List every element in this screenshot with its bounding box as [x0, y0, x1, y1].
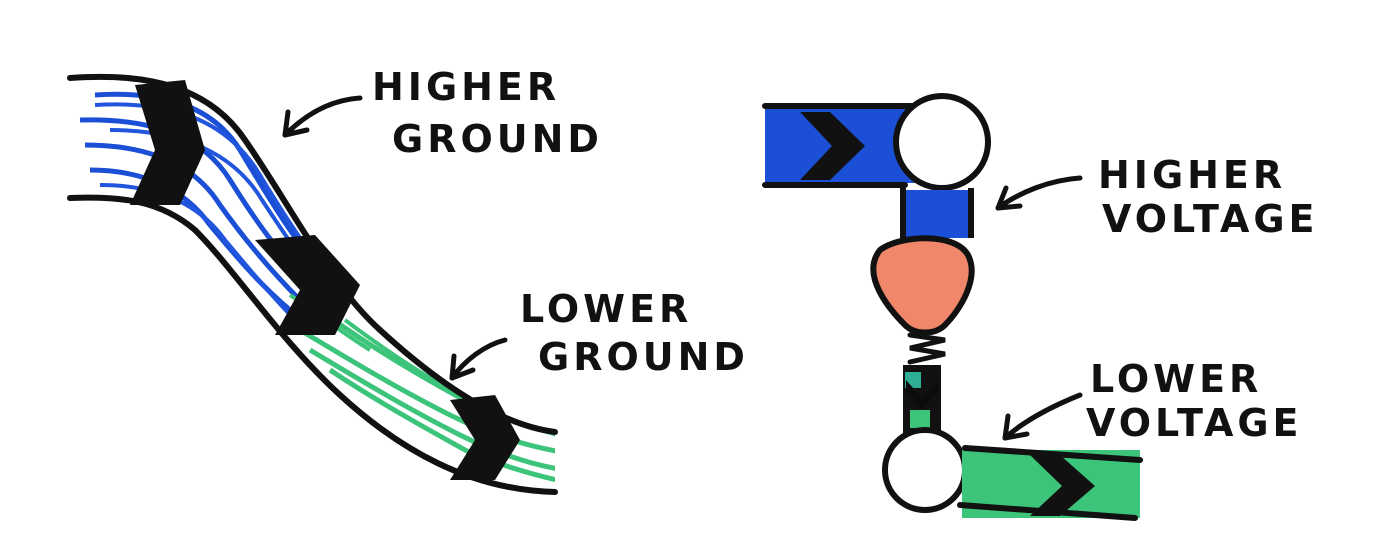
coil-icon [910, 335, 945, 362]
higher-voltage-label-line1: HIGHER [1098, 153, 1286, 197]
river-analogy: HIGHER GROUND LOWER GROUND [70, 65, 749, 492]
curved-arrow-icon [998, 178, 1080, 208]
lower-ground-label-line2: GROUND [538, 335, 749, 379]
higher-voltage-label-line2: VOLTAGE [1102, 197, 1319, 241]
curved-arrow-icon [452, 340, 505, 378]
node-low [885, 430, 965, 510]
node-high [896, 96, 988, 188]
chevron-arrow-icon [130, 80, 205, 205]
lower-ground-label-line1: LOWER [520, 287, 692, 331]
circuit-analogy: HIGHER VOLTAGE LOWER VOLTAGE [765, 96, 1319, 518]
lower-voltage-label-line2: VOLTAGE [1086, 401, 1303, 445]
curved-arrow-icon [285, 98, 360, 135]
lower-voltage-label-line1: LOWER [1090, 357, 1262, 401]
higher-ground-label-line1: HIGHER [372, 65, 560, 109]
wire-high-vertical [903, 190, 971, 238]
curved-arrow-icon [1005, 395, 1080, 438]
resistor-icon [873, 238, 971, 332]
higher-ground-label-line2: GROUND [392, 117, 603, 161]
